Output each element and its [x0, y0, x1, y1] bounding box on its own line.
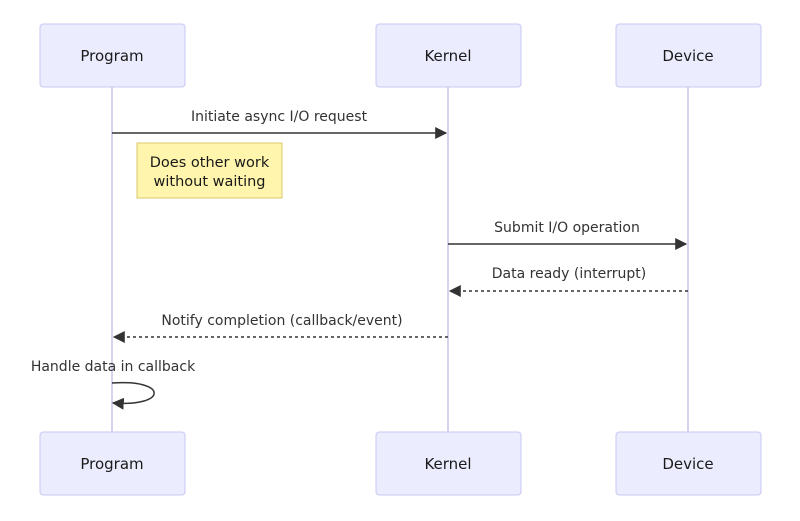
note-line-1: Does other work	[150, 155, 270, 171]
actor-kernel-bottom: Kernel	[375, 431, 522, 496]
message-label: Data ready (interrupt)	[492, 266, 646, 282]
message-label: Handle data in callback	[31, 359, 196, 375]
actor-label: Program	[80, 47, 143, 65]
actor-kernel-top: Kernel	[375, 23, 522, 88]
actor-label: Program	[80, 455, 143, 473]
message-label: Submit I/O operation	[494, 220, 640, 236]
note-line-2: without waiting	[154, 174, 266, 190]
message-label: Notify completion (callback/event)	[161, 313, 402, 329]
actor-label: Device	[662, 455, 713, 473]
actor-program-bottom: Program	[39, 431, 186, 496]
actor-label: Kernel	[424, 455, 471, 473]
self-loop-arrow	[111, 381, 155, 410]
actor-device-top: Device	[615, 23, 762, 88]
actor-label: Device	[662, 47, 713, 65]
note: Does other work without waiting	[136, 142, 283, 199]
actor-label: Kernel	[424, 47, 471, 65]
actor-program-top: Program	[39, 23, 186, 88]
message-label: Initiate async I/O request	[191, 109, 368, 125]
actor-device-bottom: Device	[615, 431, 762, 496]
